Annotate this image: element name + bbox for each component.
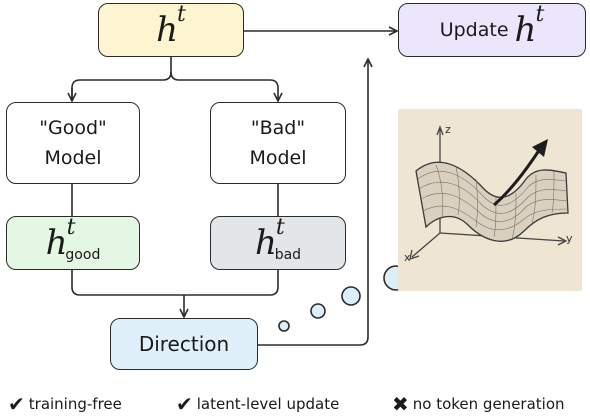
hidden-bad-sub: bad	[274, 247, 302, 263]
x-axis	[411, 232, 441, 258]
legend-text: training-free	[28, 395, 122, 413]
thought-bubble-1	[278, 320, 290, 332]
good-model-box: "Good" Model	[6, 102, 140, 184]
legend-item-latent-update: ✔ latent-level update	[176, 392, 339, 416]
good-model-label: Model	[44, 147, 102, 169]
direction-box: Direction	[110, 318, 258, 370]
ascent-arrow	[493, 148, 542, 207]
saddle-surface-image: z y x	[404, 123, 573, 264]
hidden-state-symbol: h	[156, 10, 179, 50]
hidden-state-sup: t	[177, 1, 186, 27]
bad-model-box: "Bad" Model	[210, 102, 346, 184]
direction-label: Direction	[138, 332, 230, 356]
update-sup: t	[535, 1, 545, 27]
hidden-good-symbol: h	[45, 223, 68, 263]
hidden-bad-sup: t	[275, 214, 285, 240]
bad-model-label: Model	[249, 147, 307, 169]
hidden-bad-symbol: h	[254, 223, 277, 263]
axis-label-y: y	[566, 232, 573, 245]
thought-bubble-2	[310, 303, 326, 319]
axis-label-z: z	[445, 123, 451, 136]
bad-model-title: "Bad"	[250, 117, 306, 139]
hidden-good-sup: t	[66, 214, 76, 240]
loss-surface-illustration: z y x	[398, 109, 582, 291]
update-label: Update	[439, 19, 509, 41]
check-icon: ✔	[176, 392, 193, 416]
arrow-direction-to-update	[258, 60, 368, 346]
arrow-ht-split	[71, 57, 172, 98]
cross-icon: ✖	[392, 392, 409, 416]
legend-text: latent-level update	[196, 395, 340, 413]
hidden-good-sub: good	[65, 247, 101, 263]
check-icon: ✔	[8, 392, 25, 416]
legend-text: no token generation	[412, 395, 565, 413]
update-symbol: h	[514, 10, 537, 50]
good-model-title: "Good"	[39, 117, 107, 139]
axis-label-x: x	[404, 251, 411, 264]
properties-legend: ✔ training-free ✔ latent-level update ✖ …	[0, 392, 590, 416]
thought-bubble-3	[341, 286, 361, 306]
legend-item-no-token: ✖ no token generation	[392, 392, 565, 416]
legend-item-training-free: ✔ training-free	[8, 392, 122, 416]
arrow-hidden-to-direction	[71, 270, 279, 296]
